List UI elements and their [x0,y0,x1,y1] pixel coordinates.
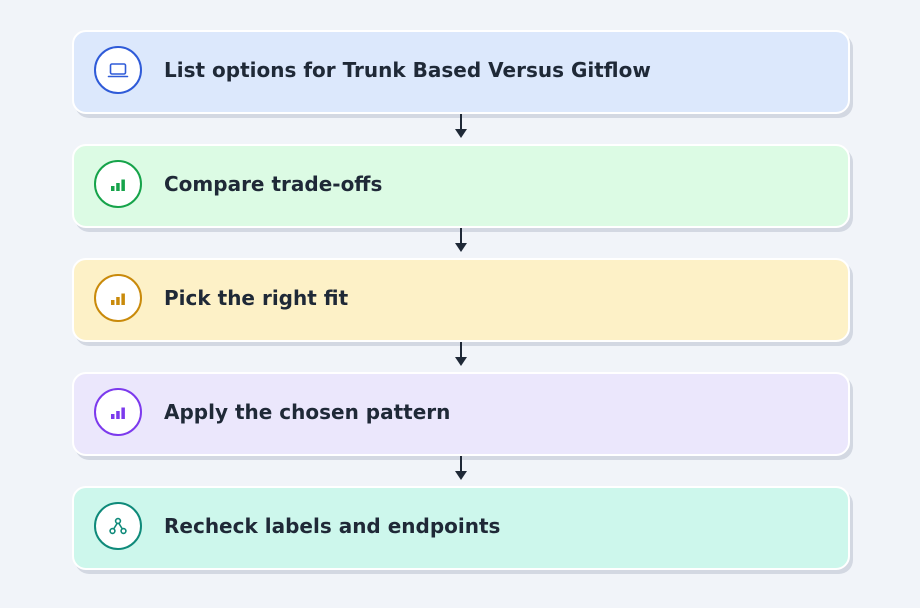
step-3-icon-circle [94,274,142,322]
step-4-apply-pattern: Apply the chosen pattern [72,372,850,456]
arrow-down-icon [455,456,467,480]
bar-chart-icon [111,407,125,419]
step-3-label: Pick the right fit [164,286,349,310]
arrow-down-icon [455,228,467,252]
bar-chart-icon [111,293,125,305]
step-2-compare-trade-offs: Compare trade-offs [72,144,850,228]
step-2-label: Compare trade-offs [164,172,383,196]
flowchart: List options for Trunk Based Versus Gitf… [72,30,850,570]
step-1-list-options: List options for Trunk Based Versus Gitf… [72,30,850,114]
step-5-label: Recheck labels and endpoints [164,514,501,538]
laptop-icon [107,63,129,78]
connector-4 [72,456,850,486]
step-5-icon-circle [94,502,142,550]
step-2-icon-circle [94,160,142,208]
step-5-recheck-labels: Recheck labels and endpoints [72,486,850,570]
step-4-icon-circle [94,388,142,436]
connector-1 [72,114,850,144]
bar-chart-icon [111,179,125,191]
step-4-label: Apply the chosen pattern [164,400,451,424]
network-icon [109,517,127,535]
arrow-down-icon [455,114,467,138]
step-1-icon-circle [94,46,142,94]
step-3-pick-right-fit: Pick the right fit [72,258,850,342]
arrow-down-icon [455,342,467,366]
connector-3 [72,342,850,372]
connector-2 [72,228,850,258]
step-1-label: List options for Trunk Based Versus Gitf… [164,58,651,82]
